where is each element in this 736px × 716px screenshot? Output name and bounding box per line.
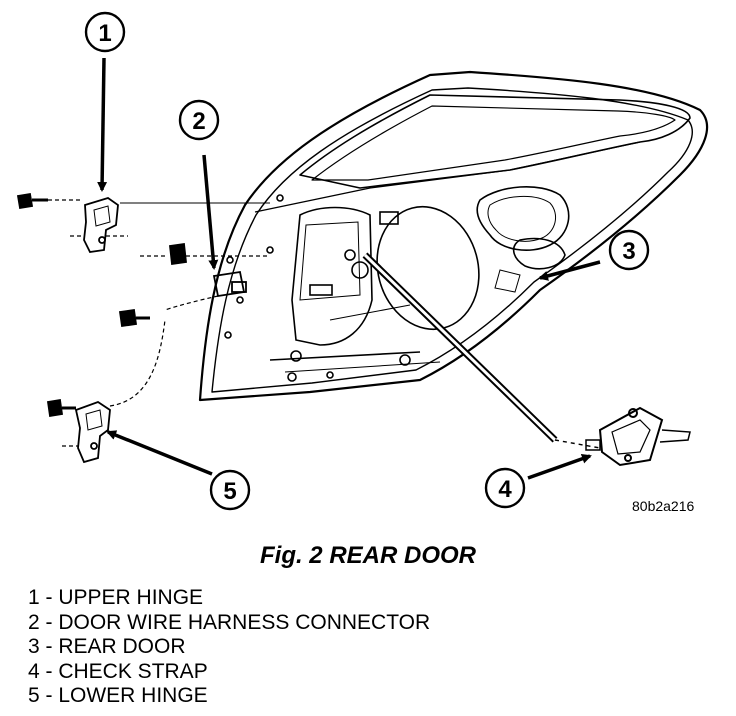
figure-reference-code: 80b2a216 [632,498,695,514]
callout-4: 4 [484,467,526,509]
callout-2: 2 [178,99,220,141]
lower-hinge [46,319,166,464]
hinge-bolt [118,308,150,328]
arrow-5 [106,430,213,476]
legend-item-check-strap: 4 - CHECK STRAP [28,659,208,683]
upper-hinge [16,192,270,253]
svg-text:2: 2 [192,108,205,135]
legend-item-rear-door: 3 - REAR DOOR [28,635,186,658]
callout-arrows [97,57,601,480]
door-inner-panel-details [224,186,570,382]
arrow-2 [202,154,219,270]
svg-text:1: 1 [98,20,111,47]
legend-item-door-wire-harness-connector: 2 - DOOR WIRE HARNESS CONNECTOR [28,610,431,634]
callout-5: 5 [209,469,251,511]
check-strap [362,252,691,467]
legend-item-upper-hinge: 1 - UPPER HINGE [28,586,204,609]
svg-text:5: 5 [223,478,236,505]
parts-legend: 1 - UPPER HINGE 2 - DOOR WIRE HARNESS CO… [28,586,430,709]
legend-item-lower-hinge: 5 - LOWER HINGE [28,684,208,707]
callout-1: 1 [84,11,126,53]
rear-door-panel [198,70,709,402]
arrow-3 [538,260,601,281]
svg-text:3: 3 [622,238,635,265]
callout-3: 3 [608,229,650,271]
figure-caption: Fig. 2 REAR DOOR [259,542,476,569]
arrow-4 [527,453,592,480]
door-wire-harness-connector [140,242,270,311]
svg-text:4: 4 [498,476,512,503]
arrow-1 [97,57,108,192]
rear-door-exploded-diagram: 1 2 3 4 5 [16,11,709,511]
